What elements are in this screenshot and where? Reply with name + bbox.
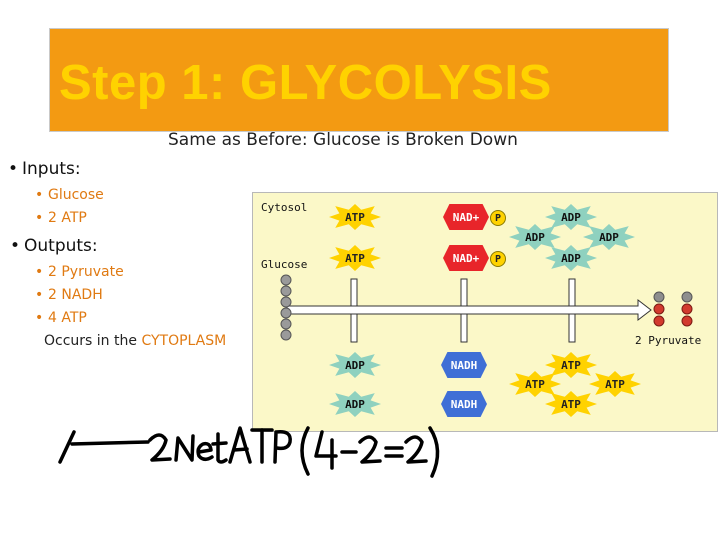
location-note: Occurs in the CYTOPLASM — [44, 333, 226, 349]
cytosol-label: Cytosol — [261, 201, 308, 214]
output-item-atp: 4 ATP — [35, 310, 87, 326]
atp-output-2: ATP — [509, 371, 561, 397]
inputs-heading: Inputs: — [8, 159, 81, 179]
slide-title: Step 1: GLYCOLYSIS — [59, 56, 552, 110]
glucose-label: Glucose — [261, 258, 308, 271]
nadh-output-2: NADH — [441, 391, 487, 417]
location-prefix: Occurs in the — [44, 333, 142, 349]
adp-input-2: ADP — [509, 224, 561, 250]
title-banner: Step 1: GLYCOLYSIS — [49, 28, 669, 132]
atp-input-1: ATP — [329, 204, 381, 230]
adp-input-3: ADP — [583, 224, 635, 250]
nad-plus-2: NAD+ — [443, 245, 489, 271]
pyruvate-label: 2 Pyruvate — [635, 334, 702, 347]
adp-output-1: ADP — [329, 352, 381, 378]
glucose-molecule — [280, 274, 292, 341]
adp-input-1: ADP — [545, 204, 597, 230]
output-item-pyruvate: 2 Pyruvate — [35, 264, 124, 280]
nad-plus-1: NAD+ — [443, 204, 489, 230]
atp-output-4: ATP — [545, 391, 597, 417]
glycolysis-diagram: Cytosol Glucose 2 Pyruvate ATP ATP NAD+ … — [252, 192, 718, 432]
nadh-output-1: NADH — [441, 352, 487, 378]
adp-input-4: ADP — [545, 245, 597, 271]
handwritten-note — [56, 410, 456, 490]
phosphate-2: P — [490, 251, 506, 267]
slide-subtitle: Same as Before: Glucose is Broken Down — [168, 130, 518, 150]
atp-input-2: ATP — [329, 245, 381, 271]
outputs-heading: Outputs: — [10, 236, 98, 256]
phosphate-1: P — [490, 210, 506, 226]
input-item-atp: 2 ATP — [35, 210, 87, 226]
diagram-arrows — [280, 274, 693, 343]
output-item-nadh: 2 NADH — [35, 287, 103, 303]
atp-output-3: ATP — [589, 371, 641, 397]
adp-output-2: ADP — [329, 391, 381, 417]
handwriting-strokes — [58, 426, 440, 478]
input-item-glucose: Glucose — [35, 187, 104, 203]
pyruvate-molecules — [653, 291, 693, 327]
location-highlight: CYTOPLASM — [141, 333, 227, 349]
